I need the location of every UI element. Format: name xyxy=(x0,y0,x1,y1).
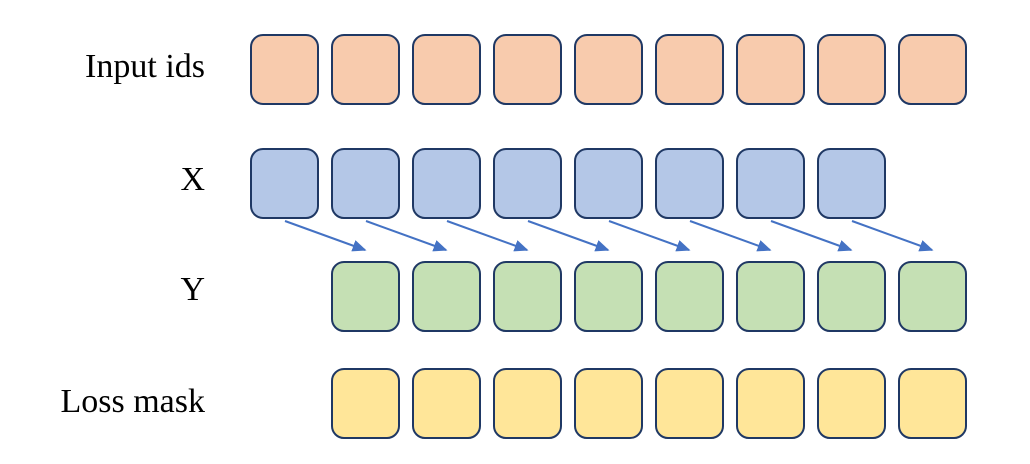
cell-y-1 xyxy=(412,261,481,332)
cell-input-ids-7 xyxy=(817,34,886,105)
row-label-y: Y xyxy=(180,271,205,308)
cell-y-4 xyxy=(655,261,724,332)
cell-loss-mask-1 xyxy=(412,368,481,439)
cell-x-2 xyxy=(412,148,481,219)
shift-arrow-2 xyxy=(446,220,529,252)
cell-loss-mask-3 xyxy=(574,368,643,439)
cell-loss-mask-0 xyxy=(331,368,400,439)
cell-input-ids-8 xyxy=(898,34,967,105)
shift-arrows xyxy=(284,220,934,252)
cell-loss-mask-6 xyxy=(817,368,886,439)
cell-loss-mask-7 xyxy=(898,368,967,439)
cell-x-6 xyxy=(736,148,805,219)
shift-arrow-0 xyxy=(284,220,367,252)
cell-y-6 xyxy=(817,261,886,332)
cell-input-ids-3 xyxy=(493,34,562,105)
shift-arrow-7 xyxy=(851,220,934,252)
cell-x-0 xyxy=(250,148,319,219)
cell-loss-mask-5 xyxy=(736,368,805,439)
cell-x-3 xyxy=(493,148,562,219)
cell-x-1 xyxy=(331,148,400,219)
shift-arrow-4 xyxy=(608,220,691,252)
row-label-loss-mask: Loss mask xyxy=(60,383,206,420)
row-label-x: X xyxy=(180,161,205,198)
cell-input-ids-2 xyxy=(412,34,481,105)
cell-x-7 xyxy=(817,148,886,219)
cell-input-ids-0 xyxy=(250,34,319,105)
cell-input-ids-5 xyxy=(655,34,724,105)
cell-y-5 xyxy=(736,261,805,332)
cell-input-ids-1 xyxy=(331,34,400,105)
shift-arrow-1 xyxy=(365,220,448,252)
cell-input-ids-4 xyxy=(574,34,643,105)
shift-arrow-6 xyxy=(770,220,853,252)
cell-loss-mask-2 xyxy=(493,368,562,439)
cell-y-3 xyxy=(574,261,643,332)
cell-x-5 xyxy=(655,148,724,219)
cell-input-ids-6 xyxy=(736,34,805,105)
cell-y-2 xyxy=(493,261,562,332)
shift-arrow-5 xyxy=(689,220,772,252)
cell-y-0 xyxy=(331,261,400,332)
cell-y-7 xyxy=(898,261,967,332)
cell-x-4 xyxy=(574,148,643,219)
row-label-input-ids: Input ids xyxy=(85,48,205,85)
shift-arrow-3 xyxy=(527,220,610,252)
cell-loss-mask-4 xyxy=(655,368,724,439)
